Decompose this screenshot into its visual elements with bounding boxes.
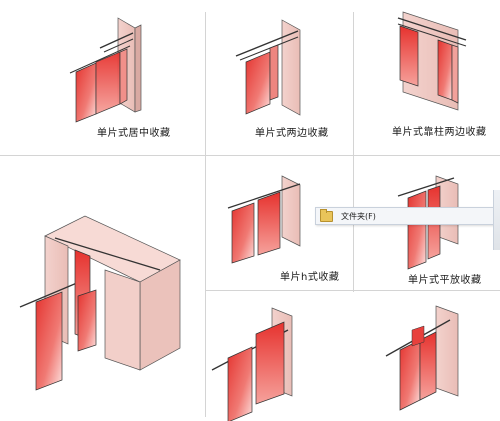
panel-8-illustration (385, 305, 459, 411)
panel-7-illustration (211, 307, 293, 421)
panel-4-illustration (19, 215, 181, 391)
caption-panel-2: 单片式两边收藏 (255, 128, 329, 139)
caption-panel-5: 单片h式收藏 (280, 272, 340, 283)
grid-line-h2 (206, 290, 500, 291)
caption-panel-3: 单片式靠柱两边收藏 (392, 127, 487, 138)
panel-3-illustration (397, 11, 467, 111)
caption-panel-1: 单片式居中收藏 (97, 128, 171, 139)
grid-line-v2 (353, 12, 354, 292)
grid-line-h1 (0, 155, 500, 156)
panel-1-illustration (69, 17, 142, 123)
panel-5-illustration (227, 175, 301, 264)
folder-menu-label: 文件夹(F) (341, 211, 376, 221)
folder-icon (320, 208, 333, 222)
folder-context-menu-item[interactable]: 文件夹(F) (315, 207, 497, 225)
scrollbar-edge[interactable] (493, 190, 500, 250)
grid-line-v1 (205, 12, 206, 417)
caption-panel-6: 单片式平放收藏 (408, 275, 482, 286)
panel-2-illustration (235, 19, 301, 116)
